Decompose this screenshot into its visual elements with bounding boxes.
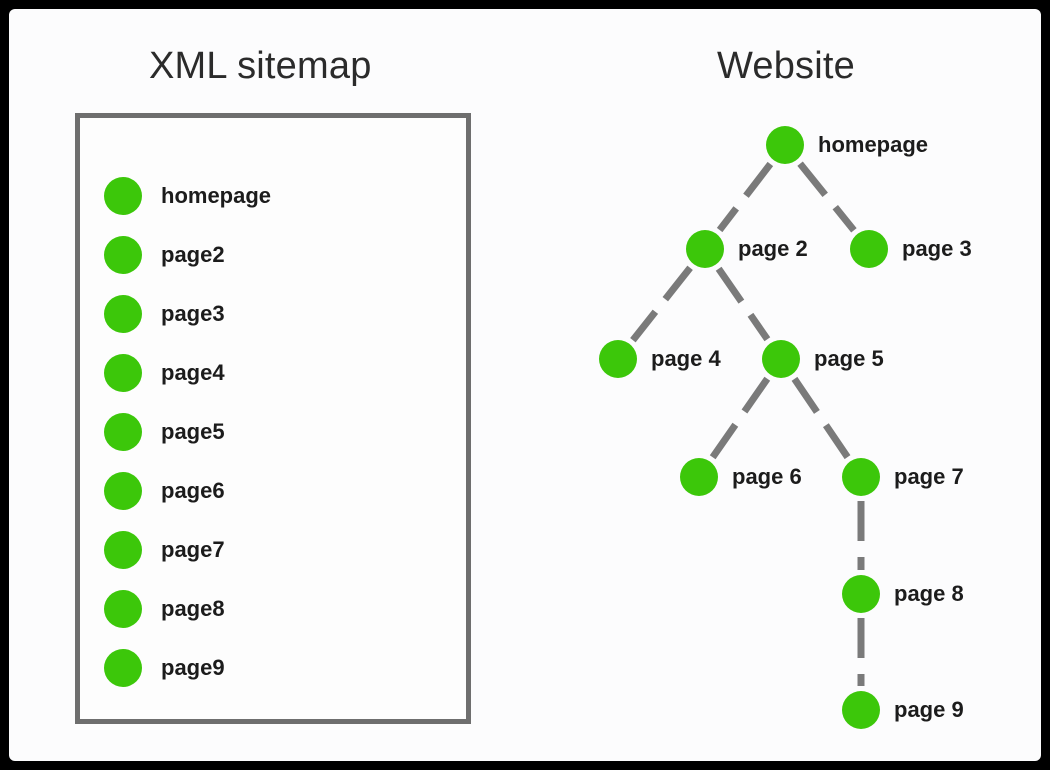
page-node-icon [104, 648, 142, 687]
tree-node-page7[interactable]: page 7 [842, 458, 964, 496]
page-node-icon [842, 575, 880, 613]
tree-node-page9[interactable]: page 9 [842, 691, 964, 729]
tree-node-page8[interactable]: page 8 [842, 575, 964, 613]
xml-sitemap-box [75, 113, 471, 724]
sitemap-list-item-label: page8 [161, 595, 225, 621]
tree-edge-page2-to-page5 [715, 266, 771, 342]
page-node-icon [766, 126, 804, 164]
page-node-icon [104, 353, 142, 392]
sitemap-list-item[interactable]: page7 [104, 520, 434, 579]
page-node-icon [104, 235, 142, 274]
sitemap-list-item[interactable]: page2 [104, 225, 434, 284]
page-node-icon [104, 412, 142, 451]
sitemap-list-item[interactable]: page5 [104, 402, 434, 461]
sitemap-list-item-label: page2 [161, 241, 225, 267]
tree-node-label: page 6 [732, 464, 802, 489]
tree-node-page3[interactable]: page 3 [850, 230, 972, 268]
tree-node-label: page 8 [894, 581, 964, 606]
tree-node-label: page 9 [894, 697, 964, 722]
sitemap-list-item-label: page6 [161, 477, 225, 503]
page-node-icon [762, 340, 800, 378]
tree-edge-page5-to-page7 [791, 376, 851, 460]
sitemap-list-item-label: page3 [161, 300, 225, 326]
tree-edge-homepage-to-page2 [716, 161, 774, 233]
sitemap-list-item-label: page4 [161, 359, 225, 385]
tree-edge-page2-to-page4 [630, 265, 693, 343]
xml-sitemap-title: XML sitemap [149, 45, 372, 87]
xml-sitemap-list: homepage page2 page3 page4 page5 page6 page7 pa… [104, 166, 434, 697]
diagram-surface: XML sitemap homepage page2 page3 page4 page5… [9, 9, 1041, 761]
website-title: Website [717, 45, 855, 87]
tree-node-label: page 4 [651, 346, 721, 371]
page-node-icon [104, 530, 142, 569]
sitemap-list-item-label: page5 [161, 418, 225, 444]
sitemap-list-item[interactable]: page9 [104, 638, 434, 697]
tree-node-label: page 3 [902, 236, 972, 261]
sitemap-list-item[interactable]: page6 [104, 461, 434, 520]
tree-node-label: page 2 [738, 236, 808, 261]
page-node-icon [686, 230, 724, 268]
sitemap-list-item[interactable]: page8 [104, 579, 434, 638]
page-node-icon [599, 340, 637, 378]
sitemap-list-item[interactable]: homepage [104, 166, 434, 225]
sitemap-list-item[interactable]: page4 [104, 343, 434, 402]
tree-node-label: homepage [818, 132, 929, 157]
tree-node-label: page 5 [814, 346, 884, 371]
page-node-icon [104, 471, 142, 510]
sitemap-list-item-label: homepage [161, 182, 272, 208]
website-tree: homepage page 2 page 3 page 4 page 5 page 6 pa… [9, 9, 1041, 761]
sitemap-list-item-label: page7 [161, 536, 225, 562]
tree-node-label: page 7 [894, 464, 964, 489]
page-node-icon [104, 176, 142, 215]
tree-edge-page5-to-page6 [709, 376, 771, 460]
tree-node-page5[interactable]: page 5 [762, 340, 884, 378]
page-node-icon [842, 458, 880, 496]
tree-edge-homepage-to-page3 [797, 161, 857, 233]
sitemap-list-item-label: page9 [161, 654, 225, 680]
page-node-icon [680, 458, 718, 496]
tree-node-homepage[interactable]: homepage [766, 126, 928, 164]
page-node-icon [104, 589, 142, 628]
page-node-icon [842, 691, 880, 729]
page-node-icon [104, 294, 142, 333]
sitemap-list-item[interactable]: page3 [104, 284, 434, 343]
tree-node-page6[interactable]: page 6 [680, 458, 802, 496]
tree-node-page2[interactable]: page 2 [686, 230, 808, 268]
page-node-icon [850, 230, 888, 268]
tree-node-page4[interactable]: page 4 [599, 340, 721, 378]
tree-edges [630, 161, 865, 686]
